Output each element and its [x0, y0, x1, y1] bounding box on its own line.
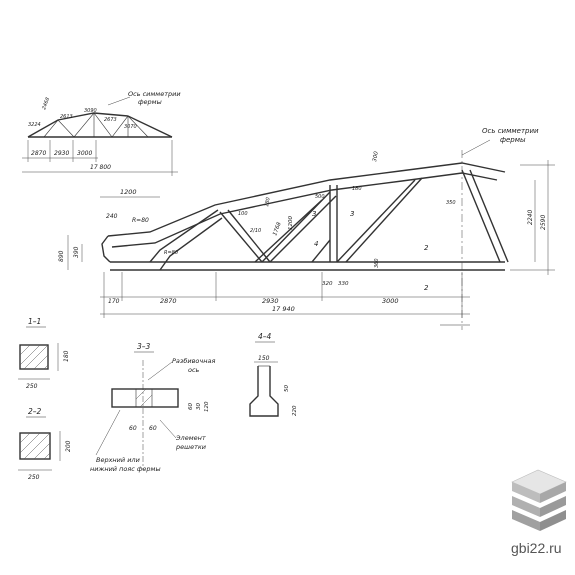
small-label-0: 3224 [28, 122, 41, 128]
section-4-4: 4–4 150 50 220 [249, 332, 298, 417]
right-dim-1: 2240 [527, 210, 534, 225]
small-label-3: 3090 [84, 108, 97, 114]
section-3-3-dim-2: 60 [188, 403, 194, 410]
mid-label-15: 4 [314, 240, 318, 248]
mid-label-4: 1768 [272, 221, 283, 237]
left-dim-4: 390 [73, 246, 80, 258]
main-axis-note-1: Ось симметрии [482, 127, 539, 135]
mid-label-0: 300 [372, 150, 380, 162]
mid-label-3: 1200 [288, 216, 294, 230]
small-label-5: 3070 [124, 124, 137, 130]
mid-label-7: 330 [338, 281, 349, 287]
section-1-1-title: 1–1 [28, 317, 41, 326]
section-1-1-w: 250 [26, 383, 38, 390]
section-4-4-dim-0: 50 [284, 385, 290, 392]
section-3-3-dim-4: 120 [204, 401, 210, 412]
left-dim-2: R=80 [132, 217, 149, 224]
left-dim-0: 1200 [120, 188, 137, 196]
mid-label-6: 320 [322, 281, 333, 287]
site-watermark: gbi22.ru [511, 540, 562, 556]
small-dim-2: 3000 [77, 150, 92, 157]
small-axis-note-1: Ось симметрии [128, 90, 181, 98]
section-3-3-note-bottom-1: Верхний или [96, 456, 140, 464]
section-3-3: 3–3 Разбивочная ось 60 60 60 30 120 Элем… [90, 342, 215, 473]
small-overall: 17 800 [90, 164, 111, 171]
site-logo [511, 469, 567, 531]
small-dim-1: 2930 [54, 150, 69, 157]
mid-label-11: 180 [264, 197, 272, 207]
bottom-dim-1: 2870 [160, 297, 177, 305]
section-2-2-title: 2–2 [28, 407, 42, 416]
mid-label-16: 2 [424, 244, 429, 252]
mid-label-8: 350 [446, 200, 456, 206]
section-1-1-h: 180 [63, 350, 70, 362]
small-label-4: 2673 [104, 117, 117, 123]
bottom-dim-0: 170 [108, 298, 120, 305]
right-dim-0: 2590 [540, 215, 547, 230]
mid-label-12: R=80 [164, 250, 178, 256]
mid-label-10: 500 [315, 194, 325, 200]
left-dim-3: 890 [58, 250, 65, 262]
bottom-dim-2: 2930 [262, 297, 279, 305]
mid-label-2: 100 [238, 211, 248, 217]
left-dim-1: 240 [106, 213, 118, 220]
mid-label-14: 3 [350, 210, 354, 218]
section-1-1: 1–1 250 180 [18, 317, 70, 390]
overall-dim: 17 940 [272, 305, 295, 313]
section-3-3-dim-3: 30 [196, 403, 202, 410]
small-truss-scheme: 3224 2468 2613 3090 2673 3070 Ось симмет… [22, 90, 181, 176]
mid-label-13: 3 [312, 210, 316, 218]
section-3-3-dim-1: 60 [149, 425, 157, 432]
section-3-3-note-right-2: решетки [175, 443, 206, 451]
section-2-2-w: 250 [28, 474, 40, 481]
section-3-3-note-top-2: ось [188, 366, 200, 374]
small-label-2: 2613 [60, 114, 73, 120]
section-3-3-note-bottom-2: нижний пояс фермы [90, 465, 161, 473]
section-4-4-dim-1: 220 [292, 405, 298, 416]
small-axis-note-2: фермы [138, 98, 162, 106]
section-3-3-dim-0: 60 [129, 425, 137, 432]
mid-label-5: 2/10 [250, 228, 261, 234]
mid-label-17: 2 [424, 284, 429, 292]
section-2-2: 2–2 250 200 [18, 407, 72, 481]
section-2-2-h: 200 [65, 440, 72, 452]
small-label-1: 2468 [41, 97, 51, 111]
section-4-4-title: 4–4 [258, 332, 272, 341]
bottom-dim-3: 3000 [382, 297, 399, 305]
section-3-3-note-top-1: Разбивочная [172, 357, 215, 365]
main-axis-note-2: фермы [500, 136, 526, 144]
section-4-4-w: 150 [258, 355, 270, 362]
small-dim-0: 2870 [31, 150, 46, 157]
section-3-3-title: 3–3 [137, 342, 151, 351]
mid-label-1: 180 [352, 186, 362, 192]
mid-label-9: 360 [374, 258, 380, 268]
main-truss: Ось симметрии фермы 1200 240 R=80 890 39… [58, 127, 555, 330]
section-3-3-note-right-1: Элемент [175, 434, 206, 442]
